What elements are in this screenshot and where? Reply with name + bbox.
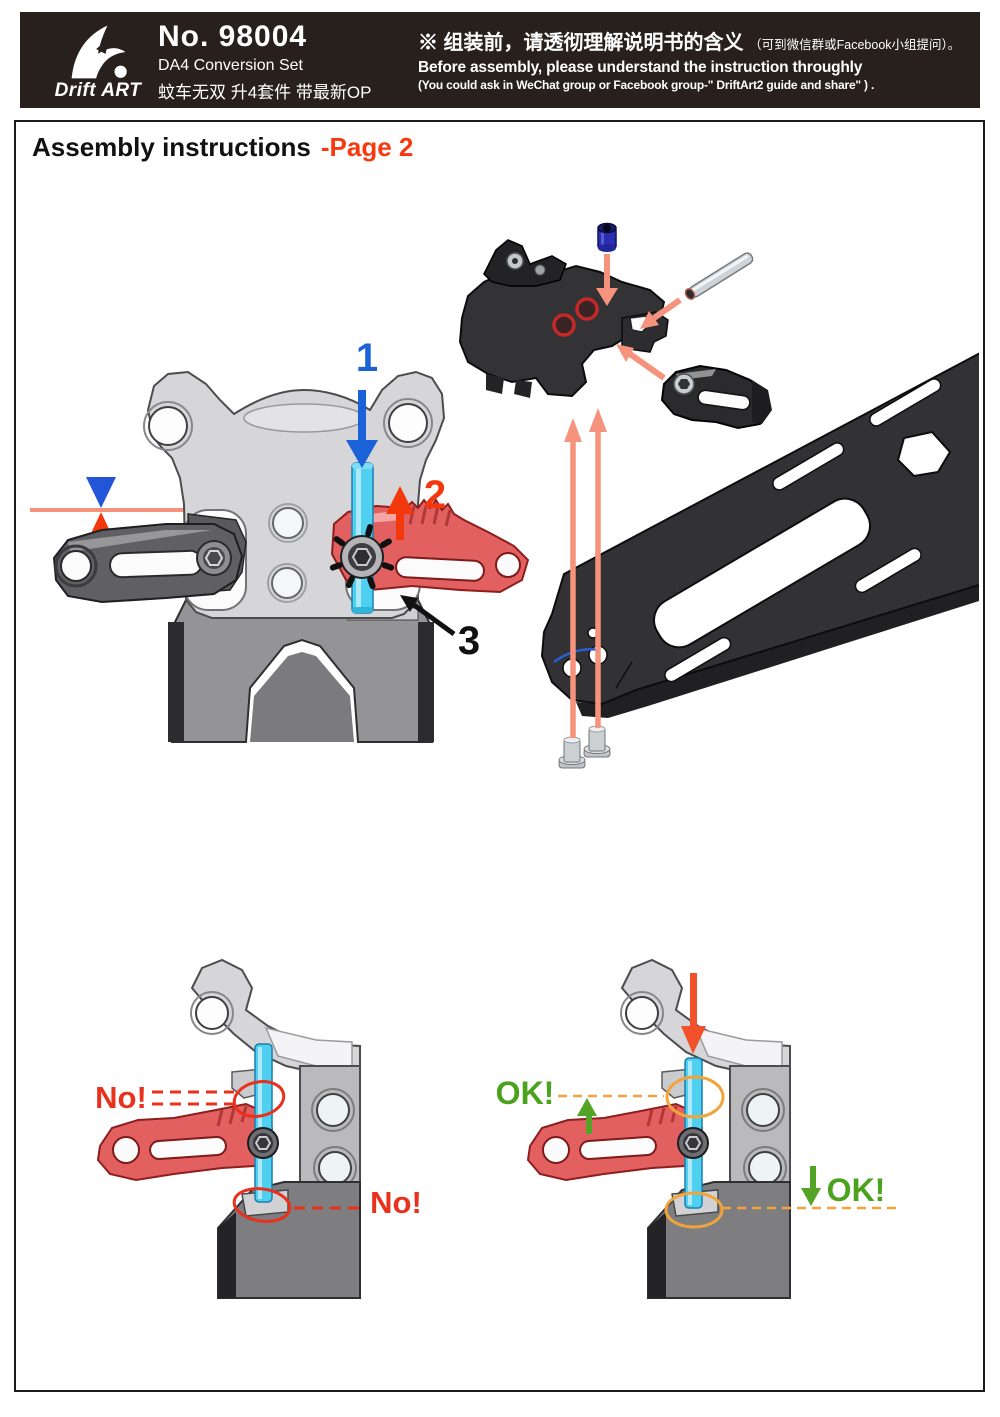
notice-cn-sub: （可到微信群或Facebook小组提问）。 (749, 38, 961, 52)
red-hole (575, 297, 599, 321)
flanged-screw (583, 725, 611, 758)
silver-pin (684, 252, 754, 300)
chassis-center-cutout (653, 497, 871, 649)
notice-en-main: Before assembly, please understand the i… (418, 59, 863, 76)
page-number-label: -Page 2 (320, 132, 414, 162)
screw-arrows (564, 408, 607, 738)
bellcrank (483, 239, 567, 287)
chassis-hex-hole (896, 430, 952, 478)
instruction-sheet: Assembly instructions -Page 2 (14, 120, 985, 1392)
bulkhead-section (96, 958, 362, 1300)
red-hole (552, 313, 576, 337)
bulkhead-section (526, 958, 792, 1300)
red-arm (330, 498, 530, 594)
hex-screw (247, 1127, 279, 1159)
rotation-tick-marks (329, 524, 395, 590)
step3-arrow (400, 595, 456, 637)
hex-screw (677, 1127, 709, 1159)
figure-exploded-chassis (458, 222, 979, 769)
brand-logo: Drift ART (38, 16, 158, 104)
hex-screw (329, 524, 395, 590)
product-info: No. 98004 DA4 Conversion Set 蚊车无双 升4套件 带… (158, 20, 371, 103)
blue-down-triangle-icon (86, 477, 116, 508)
product-name-cn: 蚊车无双 升4套件 带最新OP (158, 83, 372, 102)
wrong-label-bottom: No! (370, 1185, 422, 1220)
pin-arrow (640, 297, 682, 329)
correct-annotations (558, 1075, 896, 1229)
notice-cn: ※ 组装前，请透彻理解说明书的含义 （可到微信群或Facebook小组提问）。 (418, 26, 978, 55)
insert-arrow (681, 973, 706, 1054)
arm-arrow (616, 344, 666, 381)
ok-circle-bottom (664, 1191, 724, 1229)
ok-up-arrow-icon (577, 1098, 597, 1134)
ok-down-arrow-icon (801, 1166, 821, 1206)
step1-arrow (346, 390, 378, 468)
left-arm (52, 513, 247, 604)
figure-install-steps (30, 370, 530, 743)
wrong-annotations (152, 1080, 364, 1223)
blue-nut (597, 222, 617, 252)
steering-plate (458, 239, 669, 398)
flanged-screw (558, 736, 586, 769)
step2-arrow (386, 486, 414, 540)
assembly-diagrams (30, 222, 979, 1300)
cyan-post (254, 1043, 273, 1203)
figure-wrong-example (96, 958, 364, 1300)
brand-name: Drift ART (54, 80, 142, 101)
figure-correct-example (526, 958, 896, 1300)
product-number: No. 98004 (158, 20, 308, 53)
step2-label: 2 (423, 473, 447, 517)
correct-label-right: OK! (826, 1172, 886, 1208)
black-arm (660, 364, 772, 430)
step1-label: 1 (355, 336, 379, 380)
bulkhead-lower (168, 599, 434, 743)
correct-label-left: OK! (495, 1075, 555, 1111)
header-bar: Drift ART No. 98004 DA4 Conversion Set 蚊… (20, 12, 980, 108)
driftart-logo-icon (71, 25, 127, 79)
wrong-label-top: No! (95, 1080, 147, 1115)
product-name-en: DA4 Conversion Set (158, 57, 303, 74)
wrong-circle-bottom (232, 1187, 292, 1223)
page-title-text: Assembly instructions (32, 132, 311, 162)
assembly-notice: ※ 组装前，请透彻理解说明书的含义 （可到微信群或Facebook小组提问）。 … (418, 26, 978, 92)
step3-label: 3 (457, 619, 481, 663)
notice-cn-main: ※ 组装前，请透彻理解说明书的含义 (418, 32, 744, 54)
page-title: Assembly instructions -Page 2 (32, 132, 413, 163)
ok-circle-top (665, 1075, 725, 1119)
chassis-plate (540, 352, 979, 718)
notice-en-sub: (You could ask in WeChat group or Facebo… (418, 78, 875, 92)
nut-arrow (596, 254, 618, 306)
wrong-circle-top (232, 1080, 286, 1118)
